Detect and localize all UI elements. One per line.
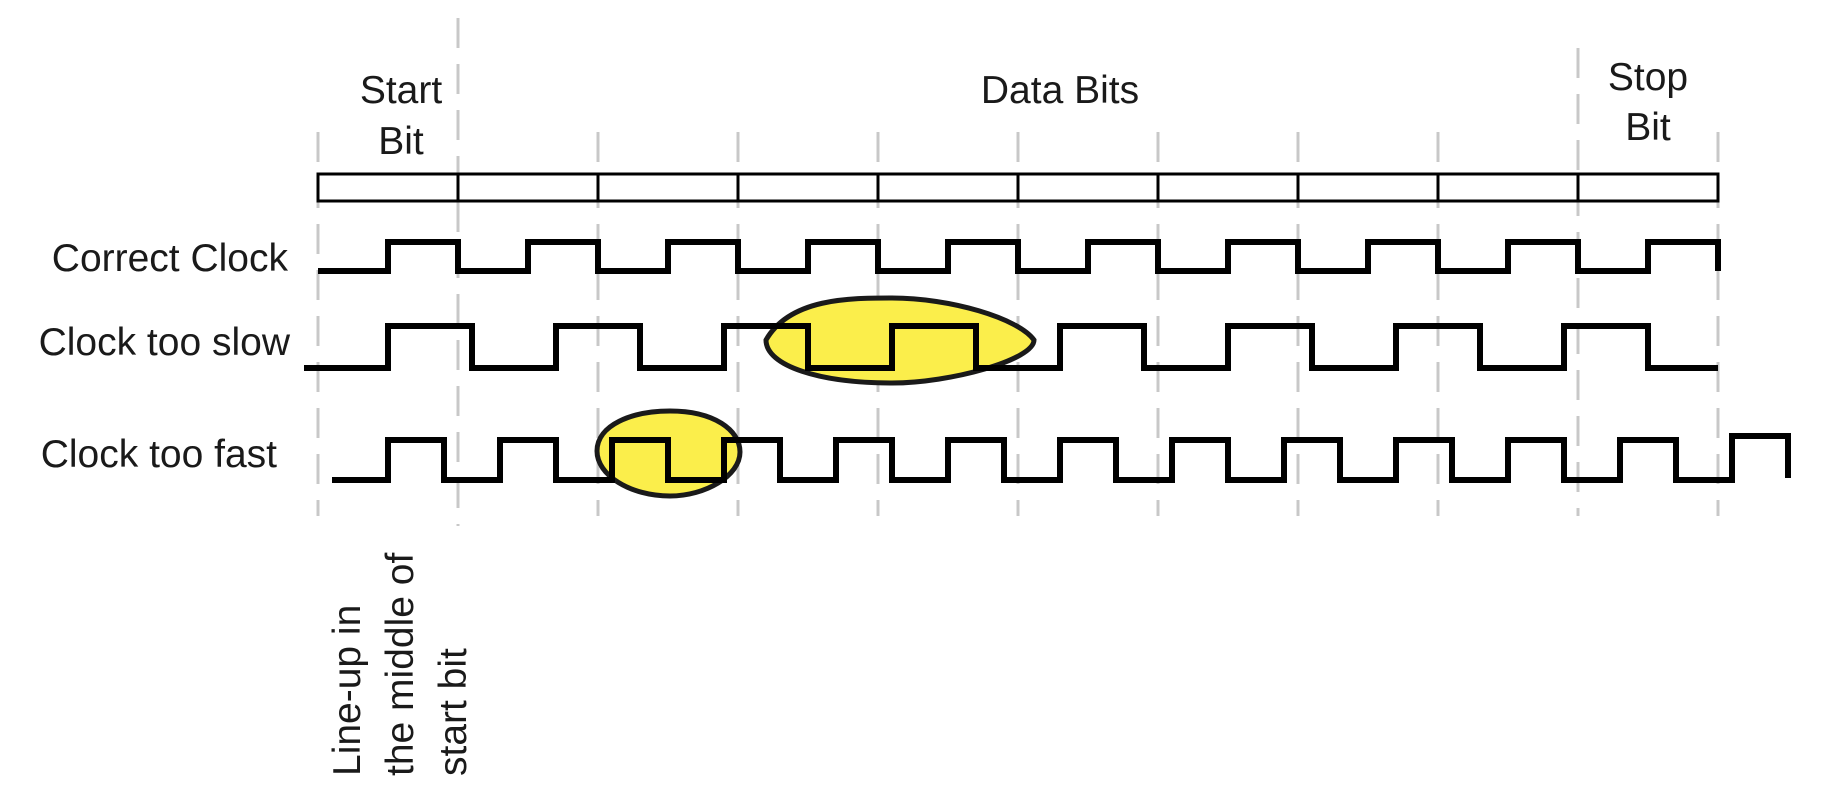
bit-cell (736, 172, 880, 203)
data-bits-label: Data Bits (981, 69, 1139, 112)
stop-bit-label-line2: Bit (1625, 106, 1671, 149)
bit-cell (1156, 172, 1300, 203)
start-bit-label-line2: Bit (378, 120, 424, 163)
stop-bit-label-line1: Stop (1608, 56, 1688, 99)
fast-clock-waveform (332, 433, 1791, 483)
bit-cell (1296, 172, 1440, 203)
bit-cell (596, 172, 740, 203)
correct-clock-waveform (318, 239, 1721, 274)
bit-cell (1016, 172, 1160, 203)
lineup-note-line1: Line-up in (326, 605, 369, 776)
lineup-note-line3: start bit (432, 648, 475, 776)
lineup-note-line2: the middle of (379, 553, 422, 776)
fast-clock-label: Clock too fast (41, 433, 277, 476)
correct-clock-label: Correct Clock (52, 237, 289, 280)
bit-cell (1436, 172, 1580, 203)
bit-cell (316, 172, 460, 203)
bit-cell (456, 172, 600, 203)
bit-cell (1576, 172, 1720, 203)
start-bit-label-line1: Start (360, 69, 443, 112)
slow-clock-label: Clock too slow (39, 321, 291, 364)
bit-cell (876, 172, 1020, 203)
bit-frame (316, 172, 1720, 203)
slow-clock-waveform (304, 323, 1718, 371)
slow-mismatch-highlight (763, 295, 1037, 386)
